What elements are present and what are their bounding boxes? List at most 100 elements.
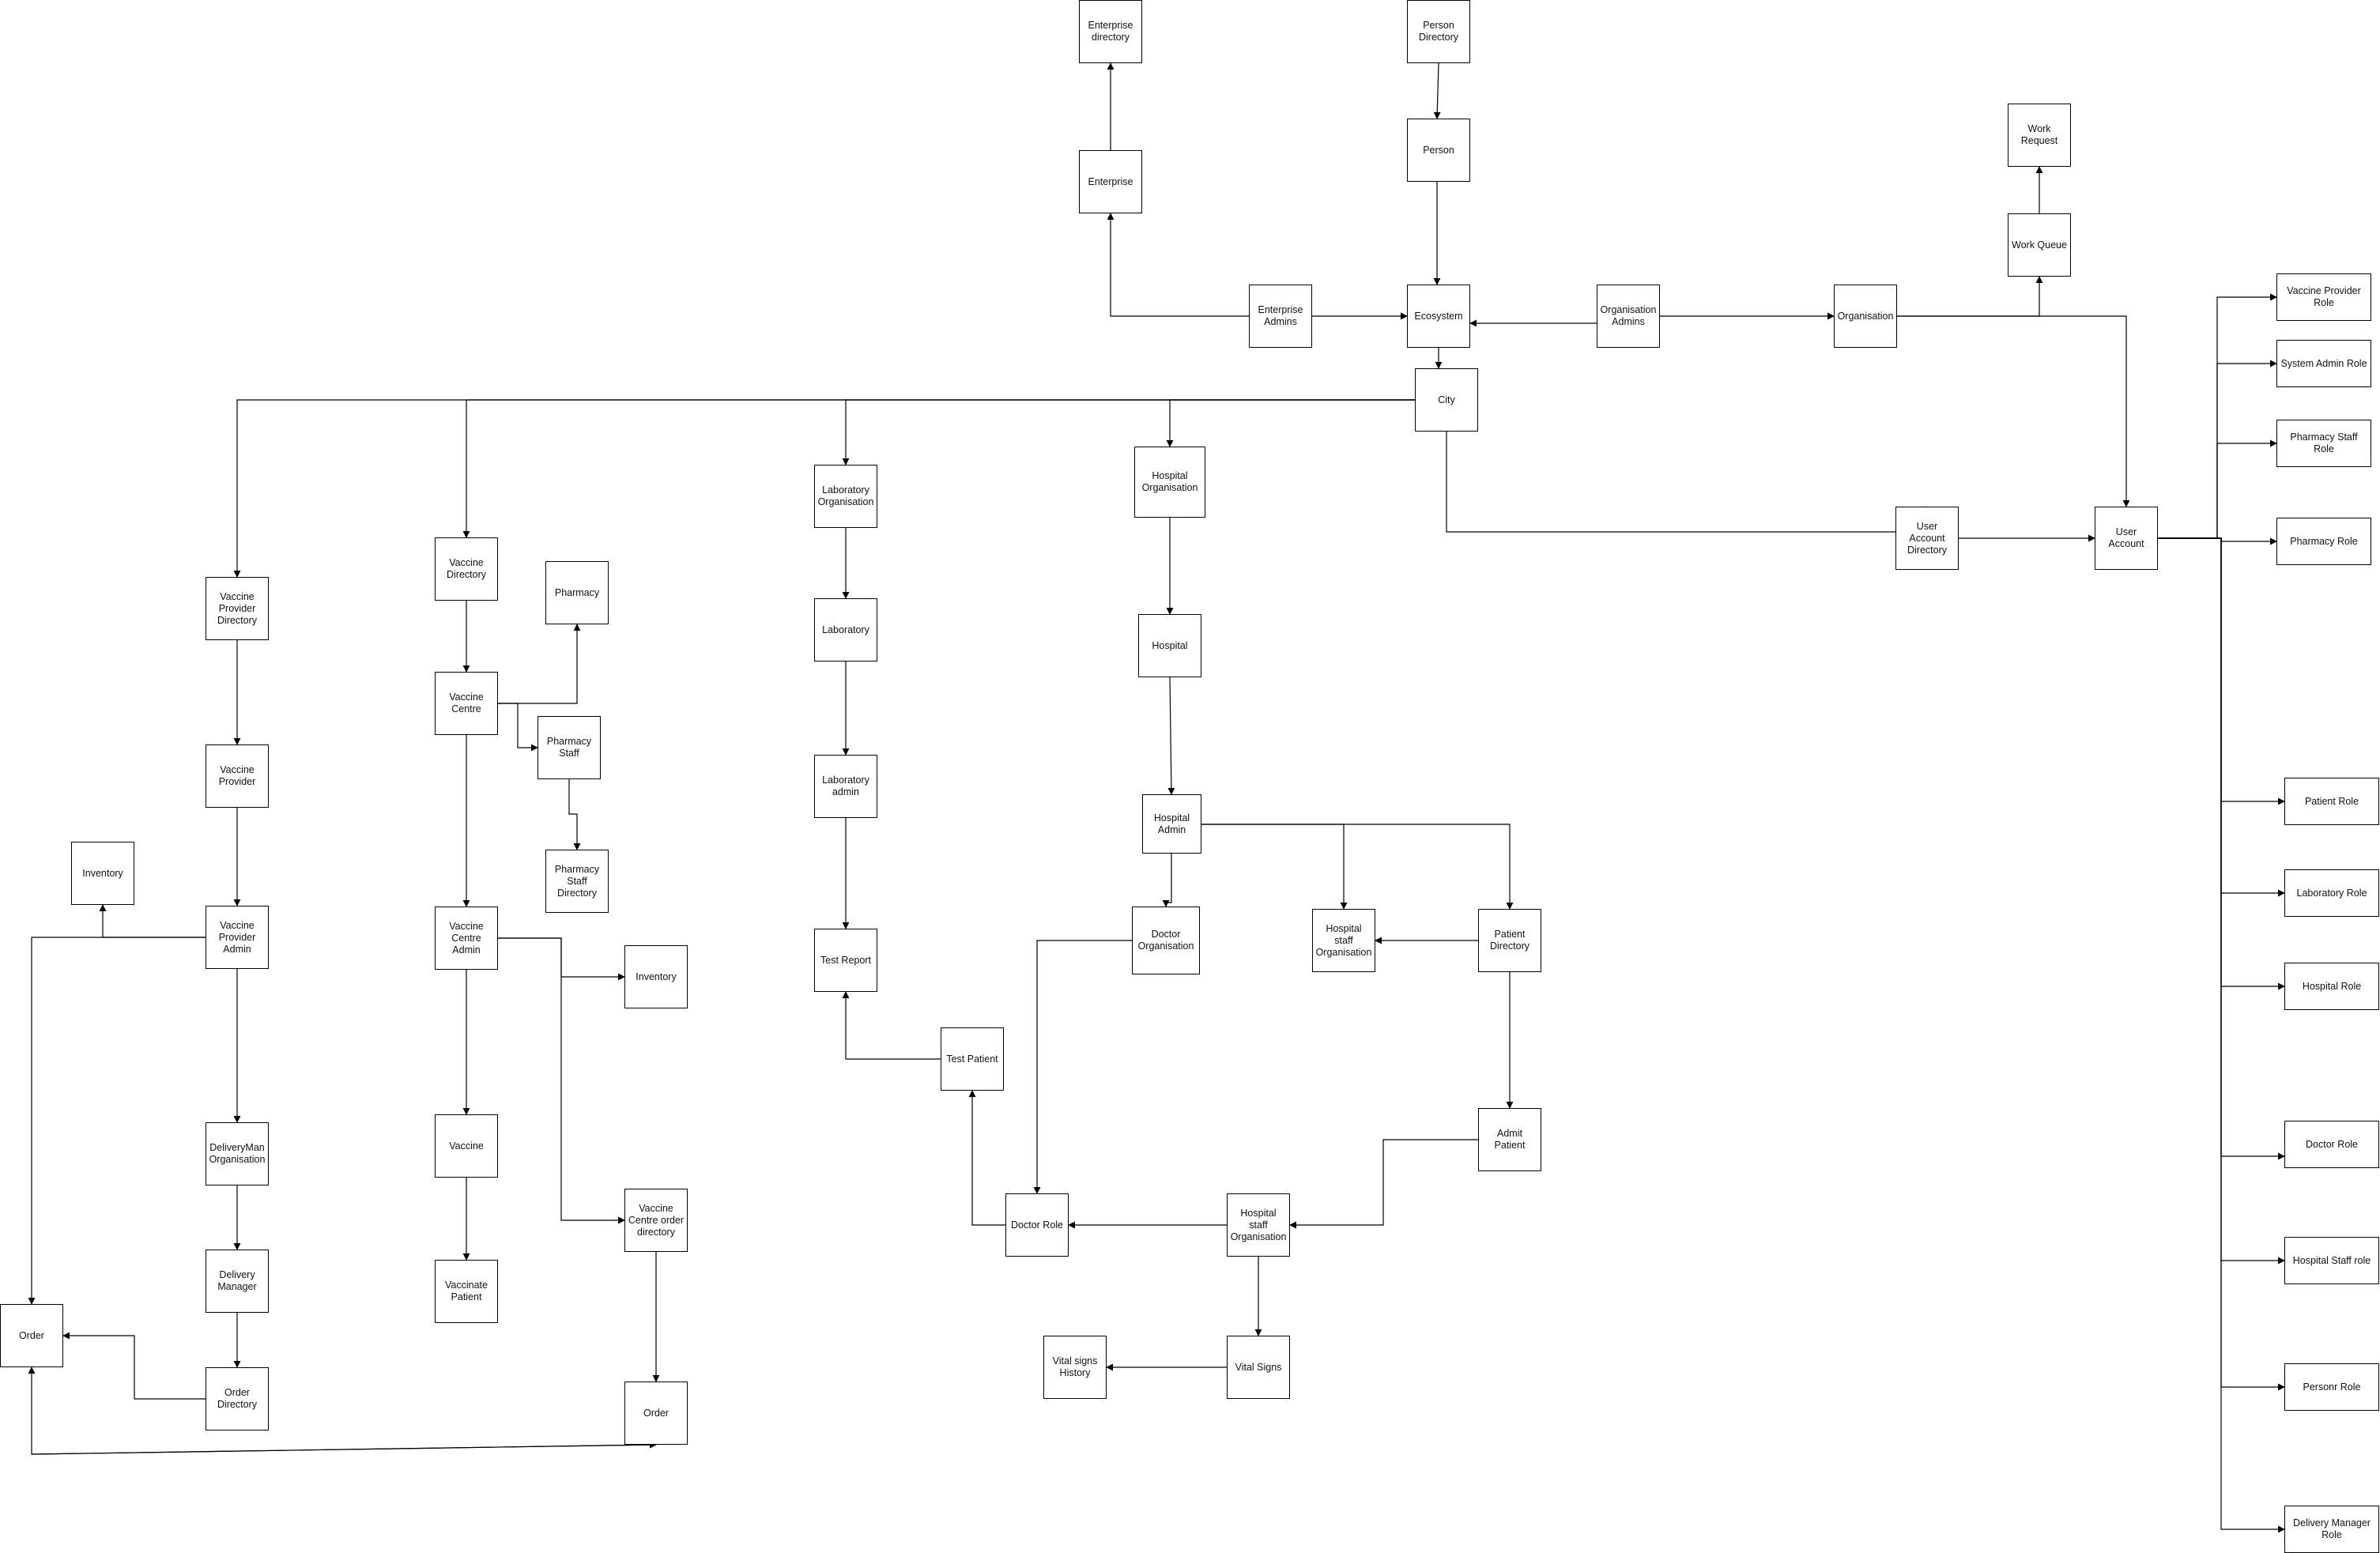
node-doctor-organisation[interactable]: Doctor Organisation [1132, 907, 1200, 974]
node-vaccine-directory[interactable]: Vaccine Directory [435, 537, 498, 601]
node-label: Hospital staff Organisation [1315, 922, 1372, 958]
edge-vaccine-centre-to-pharmacy [498, 624, 581, 704]
node-label: Enterprise Admins [1258, 304, 1303, 327]
node-inventory-mid[interactable]: Inventory [624, 945, 688, 1008]
node-order-left[interactable]: Order [0, 1304, 63, 1367]
node-person-directory[interactable]: Person Directory [1407, 0, 1470, 63]
node-enterprise[interactable]: Enterprise [1079, 150, 1142, 213]
node-hospital-admin[interactable]: Hospital Admin [1142, 794, 1201, 854]
edge-hospital-admin-to-doctor-organisation [1162, 854, 1172, 907]
node-pharmacy-staff-role[interactable]: Pharmacy Staff Role [2276, 420, 2371, 467]
node-label: Vaccinate Patient [445, 1280, 488, 1302]
node-system-admin-role[interactable]: System Admin Role [2276, 340, 2371, 387]
node-hospital-organisation[interactable]: Hospital Organisation [1134, 447, 1205, 518]
node-user-account-directory[interactable]: User Account Directory [1895, 507, 1959, 570]
edge-vaccine-provider-admin-to-order-left [28, 937, 206, 1305]
node-deliveryman-organisation[interactable]: DeliveryMan Organisation [206, 1122, 269, 1185]
edge-test-patient-to-test-report [842, 991, 941, 1060]
node-enterprise-admins[interactable]: Enterprise Admins [1249, 285, 1312, 348]
node-label: Hospital staff Organisation [1230, 1207, 1287, 1242]
node-patient-directory[interactable]: Patient Directory [1478, 909, 1541, 972]
node-delivery-manager[interactable]: Delivery Manager [206, 1250, 269, 1313]
node-pharmacy-role[interactable]: Pharmacy Role [2276, 518, 2371, 565]
node-test-patient[interactable]: Test Patient [941, 1027, 1004, 1091]
node-vaccine-centre[interactable]: Vaccine Centre [435, 672, 498, 735]
node-vital-signs-history[interactable]: Vital signs History [1043, 1336, 1107, 1399]
node-order-directory[interactable]: Order Directory [206, 1367, 269, 1430]
node-label: Order [19, 1329, 44, 1341]
node-pharmacy[interactable]: Pharmacy [545, 561, 609, 624]
node-label: Inventory [636, 971, 677, 982]
node-label: Vaccine Centre [449, 692, 484, 714]
node-label: Hospital Organisation [1141, 470, 1198, 493]
node-pharmacy-staff-directory[interactable]: Pharmacy Staff Directory [545, 850, 609, 913]
node-test-report[interactable]: Test Report [814, 929, 877, 992]
node-label: Vaccine Centre Admin [449, 920, 484, 956]
node-label: Vaccine [449, 1140, 484, 1152]
edge-city-to-hospital-organisation [1166, 399, 1415, 447]
node-hospital-staff-role[interactable]: Hospital Staff role [2284, 1237, 2379, 1284]
node-hospital-role[interactable]: Hospital Role [2284, 963, 2379, 1010]
edge-enterprise-admins-to-enterprise [1107, 213, 1249, 317]
node-vital-signs[interactable]: Vital Signs [1227, 1336, 1290, 1399]
node-delivery-manager-role[interactable]: Delivery Manager Role [2284, 1506, 2379, 1553]
node-doctor-role[interactable]: Doctor Role [1005, 1193, 1069, 1257]
node-personr-role[interactable]: Personr Role [2284, 1363, 2379, 1411]
node-admit-patient[interactable]: Admit Patient [1478, 1108, 1541, 1171]
node-label: Pharmacy Staff Directory [554, 863, 600, 899]
node-label: Laboratory Organisation [817, 484, 874, 507]
edge-order-mid-to-order-left [28, 1366, 657, 1455]
node-label: User Account Directory [1907, 520, 1947, 556]
node-vaccine-centre-order-directory[interactable]: Vaccine Centre order directory [624, 1189, 688, 1252]
node-label: Laboratory Role [2296, 887, 2367, 899]
edge-doctor-organisation-to-doctor-role [1033, 940, 1132, 1194]
node-vaccine-provider-directory[interactable]: Vaccine Provider Directory [206, 577, 269, 640]
node-label: Doctor Organisation [1137, 929, 1194, 952]
node-order-mid[interactable]: Order [624, 1381, 688, 1445]
edge-user-account-to-delivery-manager-role [2158, 537, 2285, 1533]
edge-hospital-admin-to-patient-directory [1201, 824, 1514, 910]
node-laboratory[interactable]: Laboratory [814, 598, 877, 662]
node-ecosystem[interactable]: Ecosystem [1407, 285, 1470, 348]
node-label: Person [1423, 144, 1454, 156]
node-pharmacy-staff[interactable]: Pharmacy Staff [537, 716, 601, 779]
node-person[interactable]: Person [1407, 119, 1470, 182]
node-label: Doctor Role [1011, 1219, 1063, 1231]
node-organisation[interactable]: Organisation [1834, 285, 1897, 348]
node-label: Patient Role [2304, 795, 2359, 807]
node-vaccinate-patient[interactable]: Vaccinate Patient [435, 1260, 498, 1323]
node-label: Person Directory [1418, 20, 1458, 43]
node-vaccine-provider-admin[interactable]: Vaccine Provider Admin [206, 906, 269, 969]
node-inventory-left[interactable]: Inventory [71, 842, 134, 905]
node-vaccine-provider-role[interactable]: Vaccine Provider Role [2276, 273, 2371, 321]
node-label: Hospital Admin [1153, 812, 1190, 835]
node-label: Pharmacy Role [2290, 535, 2358, 547]
node-laboratory-role[interactable]: Laboratory Role [2284, 869, 2379, 917]
edge-doctor-role-to-test-patient [968, 1090, 1005, 1226]
node-hospital-staff-org-2[interactable]: Hospital staff Organisation [1227, 1193, 1290, 1257]
node-work-request[interactable]: Work Request [2008, 104, 2071, 167]
node-doctor-role-r[interactable]: Doctor Role [2284, 1121, 2379, 1168]
node-label: Vaccine Provider [218, 764, 256, 787]
node-label: Pharmacy Staff Role [2290, 432, 2358, 454]
node-vaccine[interactable]: Vaccine [435, 1114, 498, 1178]
node-city[interactable]: City [1415, 368, 1478, 432]
node-label: Work Queue [2012, 239, 2067, 251]
node-work-queue[interactable]: Work Queue [2008, 213, 2071, 277]
edge-city-to-user-account-directory [1446, 432, 1931, 533]
node-patient-role[interactable]: Patient Role [2284, 778, 2379, 825]
node-enterprise-directory[interactable]: Enterprise directory [1079, 0, 1142, 63]
node-vaccine-centre-admin[interactable]: Vaccine Centre Admin [435, 907, 498, 970]
node-label: Ecosystem [1414, 310, 1463, 322]
node-laboratory-admin[interactable]: Laboratory admin [814, 755, 877, 818]
node-vaccine-provider[interactable]: Vaccine Provider [206, 744, 269, 808]
node-hospital[interactable]: Hospital [1138, 614, 1201, 677]
node-hospital-staff-org-1[interactable]: Hospital staff Organisation [1312, 909, 1375, 972]
node-label: Order Directory [217, 1387, 257, 1410]
node-laboratory-organisation[interactable]: Laboratory Organisation [814, 465, 877, 528]
edge-vaccine-provider-admin-to-inventory-left [99, 904, 206, 938]
node-organisation-admins[interactable]: Organisation Admins [1597, 285, 1660, 348]
node-user-account[interactable]: User Account [2095, 507, 2158, 570]
node-label: Organisation Admins [1600, 304, 1657, 327]
